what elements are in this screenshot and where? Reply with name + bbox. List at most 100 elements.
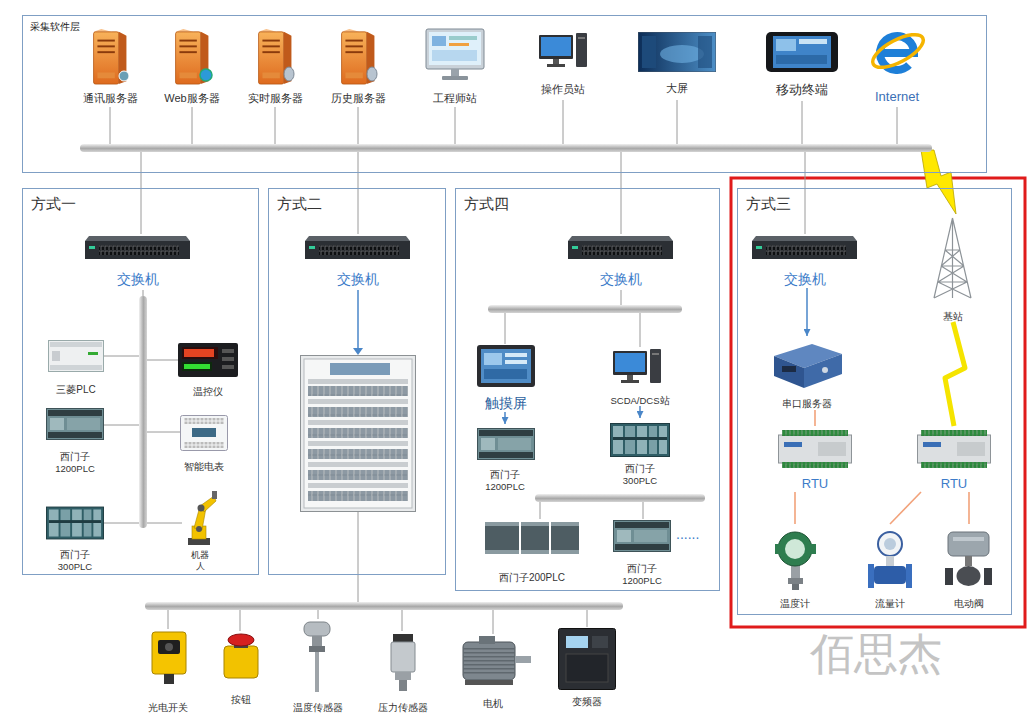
device-node: RTU [774, 426, 856, 492]
plc-icon [46, 507, 103, 539]
device-node: 流量计 [861, 524, 919, 610]
connector [806, 288, 808, 336]
globe-badge [200, 69, 212, 81]
ellipsis-mark: ...... [676, 527, 699, 542]
transmitter-icon [775, 532, 816, 590]
device-label: 交换机 [117, 271, 159, 288]
device-label: 通讯服务器 [83, 92, 138, 105]
pressure-sensor-icon [391, 634, 415, 691]
device-label: 西门子 300PLC [53, 549, 97, 572]
switch-icon [85, 236, 190, 259]
device-node: 三菱PLC [40, 336, 112, 396]
browser-icon [868, 28, 928, 74]
device-node: 工程师站 [419, 24, 491, 105]
group-panel: 方式二交换机 [268, 188, 446, 575]
device-node: 西门子 300PLC [605, 418, 675, 486]
device-node: 交换机 [305, 232, 410, 288]
device-node: 智能电表 [168, 411, 240, 473]
device-label: 三菱PLC [56, 384, 95, 396]
device-label: RTU [941, 476, 967, 492]
device-label: 串口服务器 [782, 398, 832, 410]
device-node: 西门子 1200PLC [38, 404, 112, 474]
device-node: 温度传感器 [283, 618, 353, 714]
device-label: 西门子200PLC [499, 572, 565, 584]
connector [968, 492, 970, 524]
bus-bar [145, 602, 623, 610]
device-label: 西门子 300PLC [618, 463, 662, 486]
arrow-line [357, 290, 359, 349]
controller-icon [178, 343, 238, 377]
switch-icon [305, 236, 410, 259]
plc-icon [611, 424, 670, 457]
device-node: 历史服务器 [322, 24, 394, 105]
group-panel: 采集软件层通讯服务器 Web服务器 实时服务器历史服务器 工程师站 操作员站 大屏移动终端… [22, 15, 987, 173]
device-node: 西门子 300PLC [38, 502, 112, 572]
probe-icon [304, 622, 330, 692]
device-node: 基站 [925, 212, 981, 322]
device-label: 移动终端 [776, 82, 828, 98]
device-label: RTU [802, 476, 828, 492]
device-node: 串口服务器 [762, 336, 852, 410]
device-node: 大屏 [640, 28, 714, 95]
motor-icon [463, 636, 531, 685]
device-label: 西门子 1200PLC [483, 469, 527, 492]
switch-icon [752, 236, 857, 259]
device-node: 机器人 [176, 484, 224, 572]
device-node: 交换机 [568, 232, 673, 288]
device-node: Internet [862, 20, 932, 105]
plc-icon [478, 429, 535, 460]
inverter-icon [559, 629, 616, 690]
rtu-icon [779, 430, 852, 468]
connector [504, 412, 506, 424]
db-badge [284, 67, 294, 81]
meter-icon [181, 416, 228, 451]
device-label: Web服务器 [164, 92, 219, 105]
touchscreen-icon [477, 345, 535, 387]
db-badge [367, 67, 377, 81]
device-label: 压力传感器 [378, 702, 428, 714]
device-label: 交换机 [337, 271, 379, 288]
device-label: 智能电表 [184, 461, 224, 473]
device-node: 电动阀 [940, 524, 998, 610]
device-node: 移动终端 [762, 28, 842, 98]
arrow-head [353, 348, 363, 355]
connector [794, 492, 796, 524]
bus-bar [535, 494, 705, 502]
device-label: 电机 [483, 698, 503, 710]
valve-icon [945, 532, 992, 586]
cabinet-icon [301, 356, 416, 512]
device-label: 西门子 1200PLC [53, 451, 97, 474]
connector [814, 410, 816, 426]
device-label: 操作员站 [541, 83, 585, 96]
panel-title: 方式二 [269, 189, 330, 219]
device-label: Internet [875, 89, 919, 105]
device-label: 历史服务器 [331, 92, 386, 105]
device-label: 光电开关 [148, 702, 188, 714]
device-label: 温度计 [780, 598, 810, 610]
desktop-icon [539, 33, 587, 67]
device-node: 温度计 [766, 524, 824, 610]
device-node: 西门子 1200PLC [607, 516, 677, 586]
rtu-icon [918, 430, 991, 468]
plc-icon [49, 341, 104, 372]
device-label: 按钮 [231, 694, 251, 706]
device-node: 触摸屏 [466, 342, 546, 412]
panel-title: 采集软件层 [23, 18, 87, 36]
switch-icon [568, 236, 673, 259]
tower-icon [934, 218, 971, 298]
group-panel: 方式一交换机三菱PLC温控仪西门子 1200PLC智能电表西门子 300PLC机… [22, 188, 259, 575]
device-node: 电机 [458, 632, 528, 710]
plc-icon [485, 522, 579, 554]
device-label: 温控仪 [193, 386, 223, 398]
device-node: 通讯服务器 [74, 24, 146, 105]
device-node: 实时服务器 [239, 24, 311, 105]
device-node: 西门子 1200PLC [468, 424, 542, 492]
device-label: 工程师站 [433, 92, 477, 105]
device-node: 交换机 [85, 232, 190, 288]
device-label: 机器人 [190, 550, 210, 572]
tablet-icon [766, 32, 838, 72]
wireless-bolt [921, 150, 956, 214]
flowmeter-icon [868, 532, 912, 588]
